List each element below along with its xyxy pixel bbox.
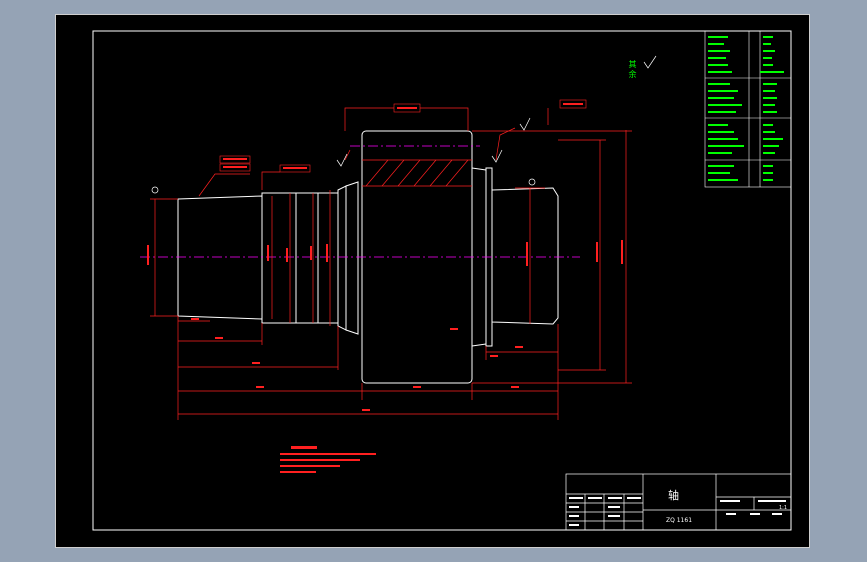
gear-parameter-rows — [708, 36, 784, 181]
other-surfaces-note: 其余 — [628, 60, 637, 80]
gear-parameter-table — [704, 30, 792, 188]
tolerance-frames — [219, 99, 587, 173]
title-block-text — [569, 497, 786, 526]
shaft-outline — [177, 130, 559, 384]
drawing-sheet — [55, 14, 810, 548]
scale-value: 1:1 — [779, 505, 788, 511]
tolerance-frame-text — [223, 103, 583, 169]
drawing-code: ZQ 1161 — [666, 517, 693, 524]
centerlines — [140, 145, 580, 258]
roughness-symbols — [151, 55, 657, 194]
drawing-border — [92, 30, 792, 531]
tech-requirements-lines — [280, 446, 376, 473]
gear-section-hatch — [362, 159, 472, 187]
title-block — [565, 473, 792, 531]
dimension-text-marks — [147, 240, 623, 411]
dimension-lines — [150, 107, 632, 420]
part-name: 轴 — [668, 489, 679, 502]
